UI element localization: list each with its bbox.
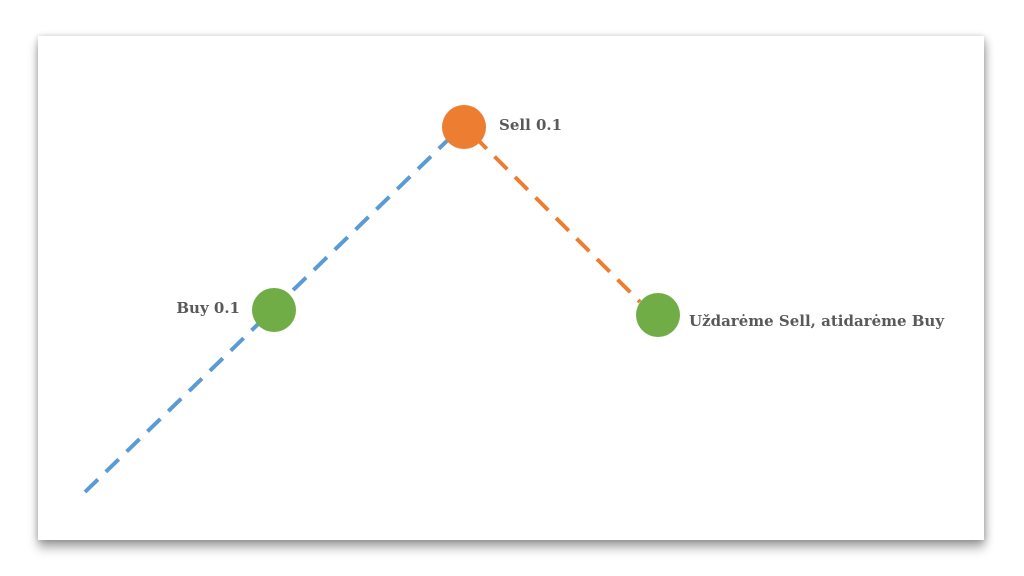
diagram-card bbox=[38, 36, 984, 540]
buy-label: Buy 0.1 bbox=[176, 299, 240, 317]
sell-label: Sell 0.1 bbox=[499, 116, 562, 134]
downtrend-dashed-line bbox=[472, 134, 642, 304]
close-sell-open-buy-label: Uždarėme Sell, atidarėme Buy bbox=[689, 312, 945, 330]
sell-node bbox=[442, 105, 486, 149]
close-sell-open-buy-node bbox=[636, 293, 680, 337]
buy-node bbox=[252, 288, 296, 332]
